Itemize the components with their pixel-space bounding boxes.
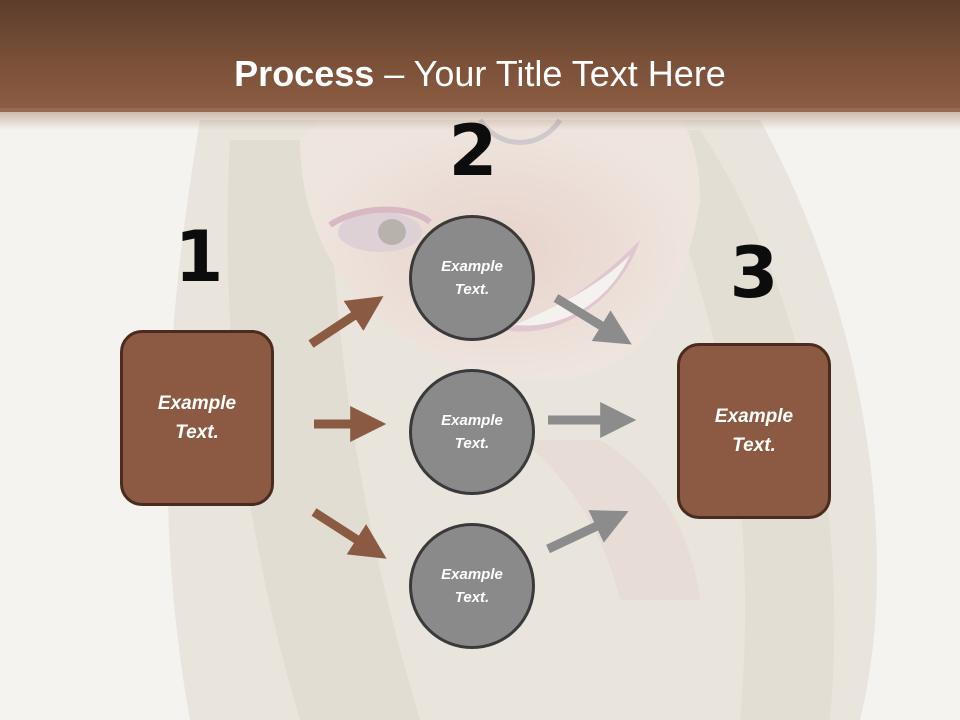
step-number-1: 1 (174, 216, 224, 298)
arrow-circle1-to-box3 (553, 294, 632, 345)
arrow-box1-to-circle3 (311, 508, 387, 559)
step-circle-middle: Example Text. (409, 369, 535, 495)
step-circle-top: Example Text. (409, 215, 535, 341)
step-box-left-label: Example Text. (157, 393, 237, 443)
title-bold: Process (234, 53, 375, 94)
banner-fade (0, 108, 960, 130)
step-circle-bottom: Example Text. (409, 523, 535, 649)
arrow-circle3-to-box3 (546, 510, 629, 554)
title-banner (0, 0, 960, 112)
step-circle-bottom-label: Example Text. (441, 566, 503, 606)
step-box-right: Example Text. (677, 343, 831, 519)
step-number-3: 3 (729, 232, 779, 314)
arrow-box1-to-circle1 (308, 296, 384, 348)
step-circle-middle-label: Example Text. (441, 412, 503, 452)
step-box-right-label: Example Text. (714, 406, 794, 456)
title-rest: – Your Title Text Here (374, 53, 726, 94)
step-box-left: Example Text. (120, 330, 274, 506)
step-number-2: 2 (448, 110, 498, 192)
page-title: Process – Your Title Text Here (0, 52, 960, 96)
step-circle-top-label: Example Text. (441, 258, 503, 298)
